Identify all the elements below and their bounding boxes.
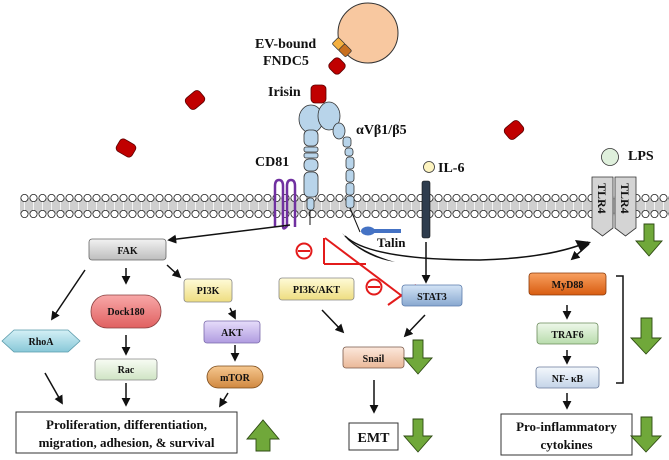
svg-text:MyD88: MyD88	[552, 280, 584, 291]
down-arrow-cytokines	[629, 416, 663, 453]
svg-text:Dock180: Dock180	[107, 307, 144, 318]
node-traf6: TRAF6	[536, 322, 599, 345]
irisin-fndc5-on-ev	[328, 57, 346, 75]
svg-text:PI3K/AKT: PI3K/AKT	[293, 285, 341, 296]
node-myd88: MyD88	[528, 272, 607, 296]
arrow-integrin-tlr4	[344, 235, 589, 261]
il6-ligand	[423, 161, 435, 173]
node-emt: EMT	[348, 422, 399, 451]
down-arrow-emt	[403, 418, 433, 453]
node-snail: Snail	[342, 346, 405, 369]
irisin-molecule	[184, 90, 206, 110]
outcome-proliferation: Proliferation, differentiation, migratio…	[15, 411, 238, 454]
label-fndc5: FNDC5	[263, 54, 309, 69]
label-tlr4-b: TLR4	[618, 183, 632, 214]
svg-text:migration, adhesion, & surviva: migration, adhesion, & survival	[39, 435, 215, 450]
arrow-to-fak	[167, 224, 291, 244]
label-tlr4-a: TLR4	[595, 183, 609, 214]
up-arrow-proliferation	[246, 419, 280, 452]
svg-text:Pro-inflammatory: Pro-inflammatory	[516, 419, 617, 434]
down-arrow-tlr4	[635, 223, 663, 257]
arrow-head-tlr4	[575, 240, 591, 252]
svg-text:TRAF6: TRAF6	[551, 330, 583, 341]
irisin-molecule	[115, 138, 137, 158]
svg-text:mTOR: mTOR	[220, 373, 251, 384]
down-arrow-myd88-pathway	[629, 317, 663, 355]
label-ev-bound: EV-bound	[255, 37, 316, 52]
label-lps: LPS	[628, 149, 654, 164]
arrow-rhoa-outcome	[44, 372, 63, 405]
svg-text:NF- κB: NF- κB	[552, 374, 584, 385]
label-cd81: CD81	[255, 155, 289, 170]
svg-text:PI3K: PI3K	[197, 286, 220, 297]
cell-membrane	[20, 194, 669, 218]
arrow-fak-pi3k	[166, 264, 182, 279]
svg-text:cytokines: cytokines	[541, 437, 593, 452]
label-il6: IL-6	[438, 161, 464, 176]
svg-text:AKT: AKT	[221, 328, 243, 339]
talin	[361, 226, 401, 236]
arrow-mtor-outcome	[219, 392, 229, 408]
label-integrin: αVβ1/β5	[356, 123, 407, 138]
node-rac: Rac	[94, 358, 158, 381]
cd81-tetraspanin	[273, 178, 297, 230]
svg-text:Snail: Snail	[363, 354, 385, 365]
svg-text:EMT: EMT	[358, 431, 391, 446]
lps-ligand	[601, 148, 619, 166]
arrow-stat3-snail	[403, 314, 426, 338]
svg-text:Proliferation, differentiation: Proliferation, differentiation,	[46, 417, 207, 432]
irisin-molecule	[503, 120, 525, 140]
arrow-pi3kakt-snail	[321, 309, 345, 334]
arrow-pi3k-akt	[227, 307, 236, 320]
outcome-cytokines: Pro-inflammatory cytokines	[500, 413, 633, 456]
extracellular-vesicle	[328, 2, 399, 75]
node-akt: AKT	[203, 320, 261, 344]
svg-text:FAK: FAK	[117, 246, 138, 257]
node-rhoa: RhoA	[1, 329, 81, 353]
node-stat3: STAT3	[401, 284, 463, 307]
node-mtor: mTOR	[206, 365, 264, 389]
svg-text:Rac: Rac	[118, 365, 135, 376]
integrin-receptor	[298, 101, 361, 233]
node-nfkb: NF- κB	[535, 366, 600, 389]
svg-text:STAT3: STAT3	[417, 292, 447, 303]
label-irisin: Irisin	[268, 85, 301, 100]
label-talin: Talin	[377, 235, 406, 250]
il6-receptor	[421, 180, 431, 239]
node-dock180: Dock180	[90, 294, 162, 329]
arrow-fak-rhoa	[50, 269, 86, 321]
down-arrow-snail	[403, 339, 433, 375]
svg-text:RhoA: RhoA	[28, 337, 54, 348]
bracket-myd88-pathway	[616, 275, 624, 384]
arrows	[44, 224, 590, 414]
node-fak: FAK	[88, 238, 167, 261]
node-pi3k: PI3K	[183, 278, 233, 303]
tlr4-receptor: TLR4 TLR4	[591, 176, 637, 237]
irisin-bound	[310, 84, 327, 104]
node-pi3k-akt: PI3K/AKT	[278, 277, 355, 301]
